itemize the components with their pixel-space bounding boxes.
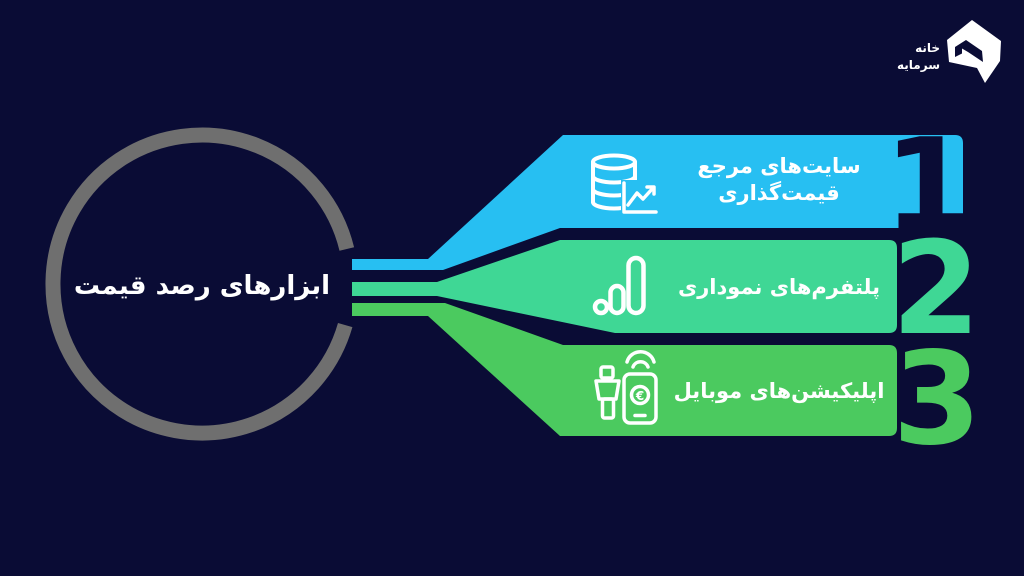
banner-3-label: اپلیکیشن‌های موبایل [665, 378, 893, 405]
main-title: ابزارهای رصد قیمت [72, 270, 332, 302]
banner-2-label-line-1: پلتفرم‌های نموداری [677, 275, 881, 299]
main-title-text: ابزارهای رصد قیمت [73, 271, 331, 301]
bar-growth-chart-icon [592, 255, 646, 316]
banner-1-label-line-1: سایت‌های مرجع [697, 154, 861, 178]
step-number-2: 2 [891, 215, 980, 364]
brand-wordmark: خانه سرمایه [876, 40, 940, 74]
banner-1-label: سایت‌های مرجع قیمت‌گذاری [665, 153, 893, 207]
euro-glyph: € [635, 389, 644, 403]
brand-wordmark-line-2: سرمایه [897, 58, 940, 72]
brand-wordmark-line-1: خانه [915, 41, 940, 55]
banner-3-label-line-1: اپلیکیشن‌های موبایل [673, 379, 885, 403]
banner-ribbon-3 [352, 303, 897, 436]
connector-ring [45, 127, 355, 441]
step-number-1: 1 [883, 112, 972, 261]
banner-ribbon-2 [352, 240, 897, 333]
step-number-3: 3 [892, 325, 981, 474]
house-logo-icon [947, 20, 1001, 83]
database-chart-icon [591, 153, 659, 216]
banner-1-label-line-2: قیمت‌گذاری [718, 181, 840, 205]
banner-2-label: پلتفرم‌های نموداری [665, 274, 893, 301]
mobile-payment-icon: € [594, 349, 658, 425]
